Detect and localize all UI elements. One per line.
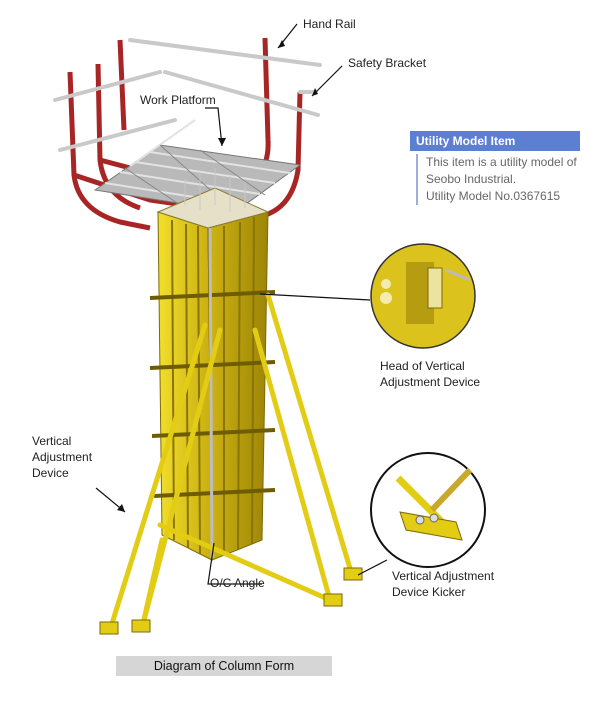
hand-rail bbox=[53, 38, 322, 152]
vertical-adjustment-device-label: Vertical Adjustment Device bbox=[32, 434, 93, 480]
safety-bracket bbox=[67, 37, 303, 231]
info-box-line-3: Utility Model No.0367615 bbox=[426, 189, 561, 203]
brace-shoes bbox=[99, 567, 363, 635]
info-box-line-2: Seobo Industrial. bbox=[426, 172, 517, 186]
hand-rail-label: Hand Rail bbox=[303, 17, 356, 31]
detail-circle-head bbox=[370, 243, 476, 349]
info-box-line-1: This item is a utility model of bbox=[426, 155, 577, 169]
safety-bracket-label: Safety Bracket bbox=[348, 56, 427, 70]
diagram-caption: Diagram of Column Form bbox=[116, 656, 332, 676]
head-vertical-adjustment-label: Head of Vertical Adjustment Device bbox=[380, 359, 481, 389]
utility-model-info-box: Utility Model Item This item is a utilit… bbox=[410, 131, 580, 205]
info-box-title: Utility Model Item bbox=[410, 131, 580, 151]
info-box-body: This item is a utility model of Seobo In… bbox=[416, 154, 580, 205]
vertical-adjustment-kicker-label: Vertical Adjustment Device Kicker bbox=[392, 569, 495, 599]
leader-arrows bbox=[117, 40, 318, 512]
vertical-adjustment-braces bbox=[107, 292, 355, 633]
oc-angle-label: O/C Angle bbox=[210, 576, 265, 590]
detail-circle-kicker bbox=[370, 452, 486, 568]
work-platform-label: Work Platform bbox=[140, 93, 216, 107]
work-platform bbox=[93, 119, 302, 216]
